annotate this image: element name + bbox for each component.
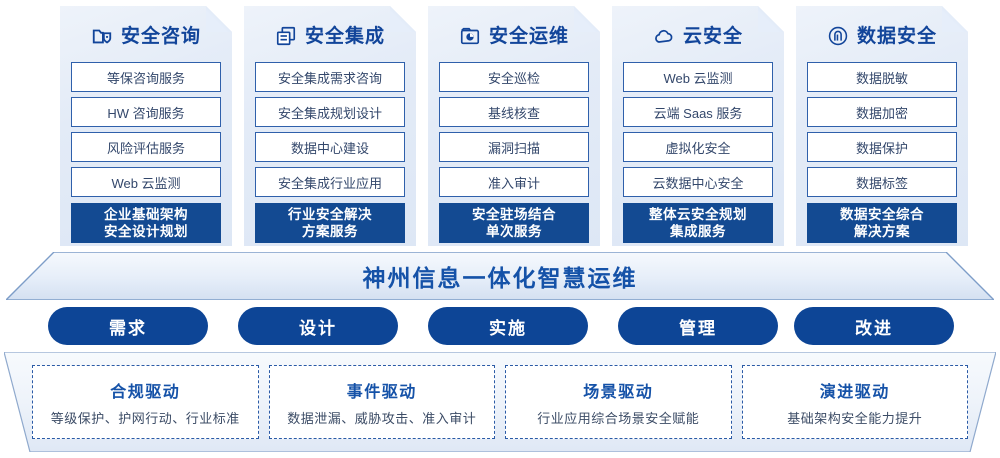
pillar-summary[interactable]: 企业基础架构 安全设计规划 bbox=[71, 203, 221, 243]
service-item[interactable]: 数据中心建设 bbox=[255, 132, 405, 162]
pillar-column-data-security[interactable]: 数据安全 数据脱敏 数据加密 数据保护 数据标签 数据安全综合 解决方案 bbox=[796, 6, 968, 246]
pillar-column-security-consulting[interactable]: 安全咨询 等保咨询服务 HW 咨询服务 风险评估服务 Web 云监测 企业基础架… bbox=[60, 6, 232, 246]
platform-banner-title: 神州信息一体化智慧运维 bbox=[362, 265, 638, 291]
pillar-header: 安全集成 bbox=[255, 10, 405, 62]
pillar-summary-line1: 数据安全综合 bbox=[840, 207, 924, 222]
service-item[interactable]: 等保咨询服务 bbox=[71, 62, 221, 92]
pillar-summary-line1: 企业基础架构 bbox=[104, 207, 188, 222]
service-item[interactable]: 安全巡检 bbox=[439, 62, 589, 92]
pillar-summary-line1: 行业安全解决 bbox=[288, 207, 372, 222]
drivers-base: 合规驱动 等级保护、护网行动、行业标准 事件驱动 数据泄漏、威胁攻击、准入审计 … bbox=[4, 352, 996, 452]
phase-pill-improvement[interactable]: 改进 bbox=[794, 307, 954, 345]
driver-card-evolution[interactable]: 演进驱动 基础架构安全能力提升 bbox=[741, 365, 968, 439]
driver-card-compliance[interactable]: 合规驱动 等级保护、护网行动、行业标准 bbox=[32, 365, 259, 439]
service-item[interactable]: Web 云监测 bbox=[71, 167, 221, 197]
service-item[interactable]: HW 咨询服务 bbox=[71, 97, 221, 127]
pillar-summary-line2: 单次服务 bbox=[486, 224, 542, 239]
service-item[interactable]: 安全集成规划设计 bbox=[255, 97, 405, 127]
driver-subtitle: 行业应用综合场景安全赋能 bbox=[537, 410, 700, 426]
service-item[interactable]: 云端 Saas 服务 bbox=[623, 97, 773, 127]
cloud-icon bbox=[653, 25, 675, 47]
phase-pill-row: 需求 设计 实施 管理 改进 bbox=[0, 307, 1000, 349]
pillar-title: 安全集成 bbox=[304, 25, 385, 47]
driver-subtitle: 数据泄漏、威胁攻击、准入审计 bbox=[287, 410, 477, 426]
pillar-summary-line2: 集成服务 bbox=[670, 224, 726, 239]
phase-pill-requirement[interactable]: 需求 bbox=[48, 307, 208, 345]
driver-card-scenario[interactable]: 场景驱动 行业应用综合场景安全赋能 bbox=[505, 365, 732, 439]
service-item[interactable]: 安全集成行业应用 bbox=[255, 167, 405, 197]
phase-pill-management[interactable]: 管理 bbox=[618, 307, 778, 345]
driver-subtitle: 等级保护、护网行动、行业标准 bbox=[50, 410, 240, 426]
pillar-summary[interactable]: 数据安全综合 解决方案 bbox=[807, 203, 957, 243]
pillar-header: 数据安全 bbox=[807, 10, 957, 62]
pillar-column-cloud-security[interactable]: 云安全 Web 云监测 云端 Saas 服务 虚拟化安全 云数据中心安全 整体云… bbox=[612, 6, 784, 246]
service-item[interactable]: 基线核查 bbox=[439, 97, 589, 127]
pillar-summary-line1: 整体云安全规划 bbox=[649, 207, 747, 222]
pillar-title: 安全咨询 bbox=[120, 25, 201, 47]
pillar-summary-line2: 解决方案 bbox=[854, 224, 910, 239]
pillar-summary-line2: 方案服务 bbox=[302, 224, 358, 239]
drivers-row: 合规驱动 等级保护、护网行动、行业标准 事件驱动 数据泄漏、威胁攻击、准入审计 … bbox=[4, 352, 996, 452]
pillar-column-security-operations[interactable]: 安全运维 安全巡检 基线核查 漏洞扫描 准入审计 安全驻场结合 单次服务 bbox=[428, 6, 600, 246]
box-pie-chart-icon bbox=[459, 25, 481, 47]
service-item[interactable]: 数据标签 bbox=[807, 167, 957, 197]
pillar-columns: 安全咨询 等保咨询服务 HW 咨询服务 风险评估服务 Web 云监测 企业基础架… bbox=[60, 6, 968, 246]
service-item[interactable]: 云数据中心安全 bbox=[623, 167, 773, 197]
driver-card-incident[interactable]: 事件驱动 数据泄漏、威胁攻击、准入审计 bbox=[268, 365, 495, 439]
pillar-summary[interactable]: 安全驻场结合 单次服务 bbox=[439, 203, 589, 243]
service-item[interactable]: 漏洞扫描 bbox=[439, 132, 589, 162]
service-item[interactable]: Web 云监测 bbox=[623, 62, 773, 92]
service-item[interactable]: 数据保护 bbox=[807, 132, 957, 162]
pillar-summary[interactable]: 行业安全解决 方案服务 bbox=[255, 203, 405, 243]
service-item[interactable]: 准入审计 bbox=[439, 167, 589, 197]
service-item[interactable]: 数据脱敏 bbox=[807, 62, 957, 92]
driver-title: 场景驱动 bbox=[583, 383, 654, 401]
pillar-column-security-integration[interactable]: 安全集成 安全集成需求咨询 安全集成规划设计 数据中心建设 安全集成行业应用 行… bbox=[244, 6, 416, 246]
service-item[interactable]: 数据加密 bbox=[807, 97, 957, 127]
pillar-summary-line2: 安全设计规划 bbox=[104, 224, 188, 239]
driver-title: 演进驱动 bbox=[819, 383, 890, 401]
platform-banner: 神州信息一体化智慧运维 bbox=[6, 252, 994, 300]
fingerprint-icon bbox=[827, 25, 849, 47]
phase-pill-design[interactable]: 设计 bbox=[238, 307, 398, 345]
pillar-title: 云安全 bbox=[682, 25, 743, 47]
driver-subtitle: 基础架构安全能力提升 bbox=[787, 410, 923, 426]
phase-pill-implementation[interactable]: 实施 bbox=[428, 307, 588, 345]
driver-title: 事件驱动 bbox=[346, 383, 417, 401]
folder-shield-icon bbox=[91, 25, 113, 47]
pillar-header: 安全咨询 bbox=[71, 10, 221, 62]
service-item[interactable]: 风险评估服务 bbox=[71, 132, 221, 162]
pillar-title: 安全运维 bbox=[488, 25, 569, 47]
pillar-summary[interactable]: 整体云安全规划 集成服务 bbox=[623, 203, 773, 243]
stacked-windows-icon bbox=[275, 25, 297, 47]
pillar-title: 数据安全 bbox=[856, 25, 937, 47]
pillar-summary-line1: 安全驻场结合 bbox=[472, 207, 556, 222]
pillar-header: 云安全 bbox=[623, 10, 773, 62]
driver-title: 合规驱动 bbox=[110, 383, 181, 401]
service-item[interactable]: 安全集成需求咨询 bbox=[255, 62, 405, 92]
service-item[interactable]: 虚拟化安全 bbox=[623, 132, 773, 162]
pillar-header: 安全运维 bbox=[439, 10, 589, 62]
